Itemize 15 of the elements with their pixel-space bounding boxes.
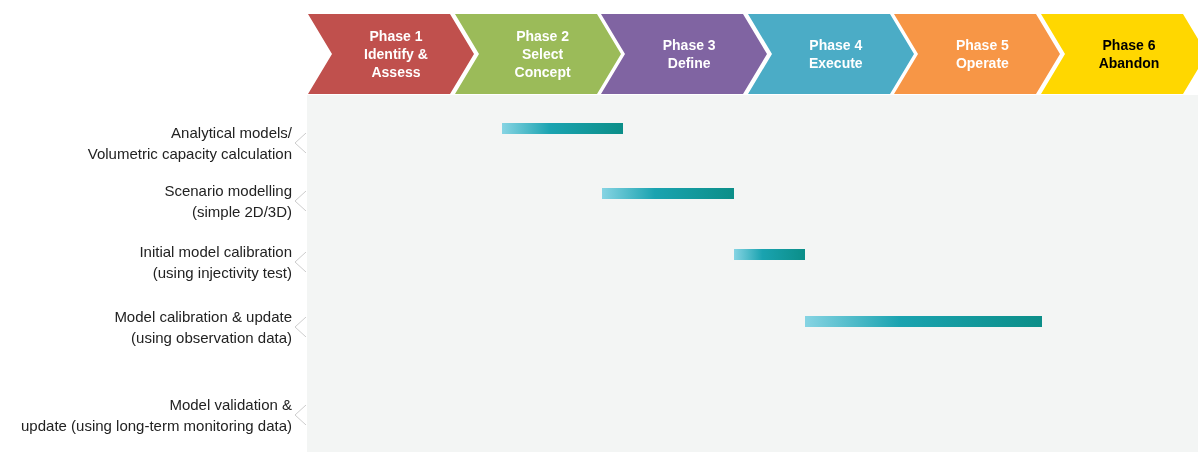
phase-label: Phase 6 Abandon <box>1097 36 1161 73</box>
row-label: Model calibration & update (using observation data) <box>113 307 292 348</box>
phase-label: Phase 3 Define <box>661 36 717 73</box>
timeline-bar <box>805 316 1042 327</box>
row-label: Scenario modelling (simple 2D/3D) <box>163 181 292 222</box>
phase-label: Phase 4 Execute <box>807 36 864 73</box>
phase-label: Phase 5 Operate <box>954 36 1010 73</box>
timeline-bar <box>734 249 805 260</box>
timeline-bar <box>602 188 734 199</box>
row-label: Initial model calibration (using injectivity test) <box>138 242 292 283</box>
row-label: Analytical models/ Volumetric capacity calculation <box>86 123 292 164</box>
phase-label: Phase 1 Identify & Assess <box>363 27 429 82</box>
timeline-bar <box>502 123 623 134</box>
phase-label: Phase 2 Select Concept <box>513 27 572 82</box>
row-label: Model validation & update (using long-term monitoring data) <box>20 395 292 436</box>
